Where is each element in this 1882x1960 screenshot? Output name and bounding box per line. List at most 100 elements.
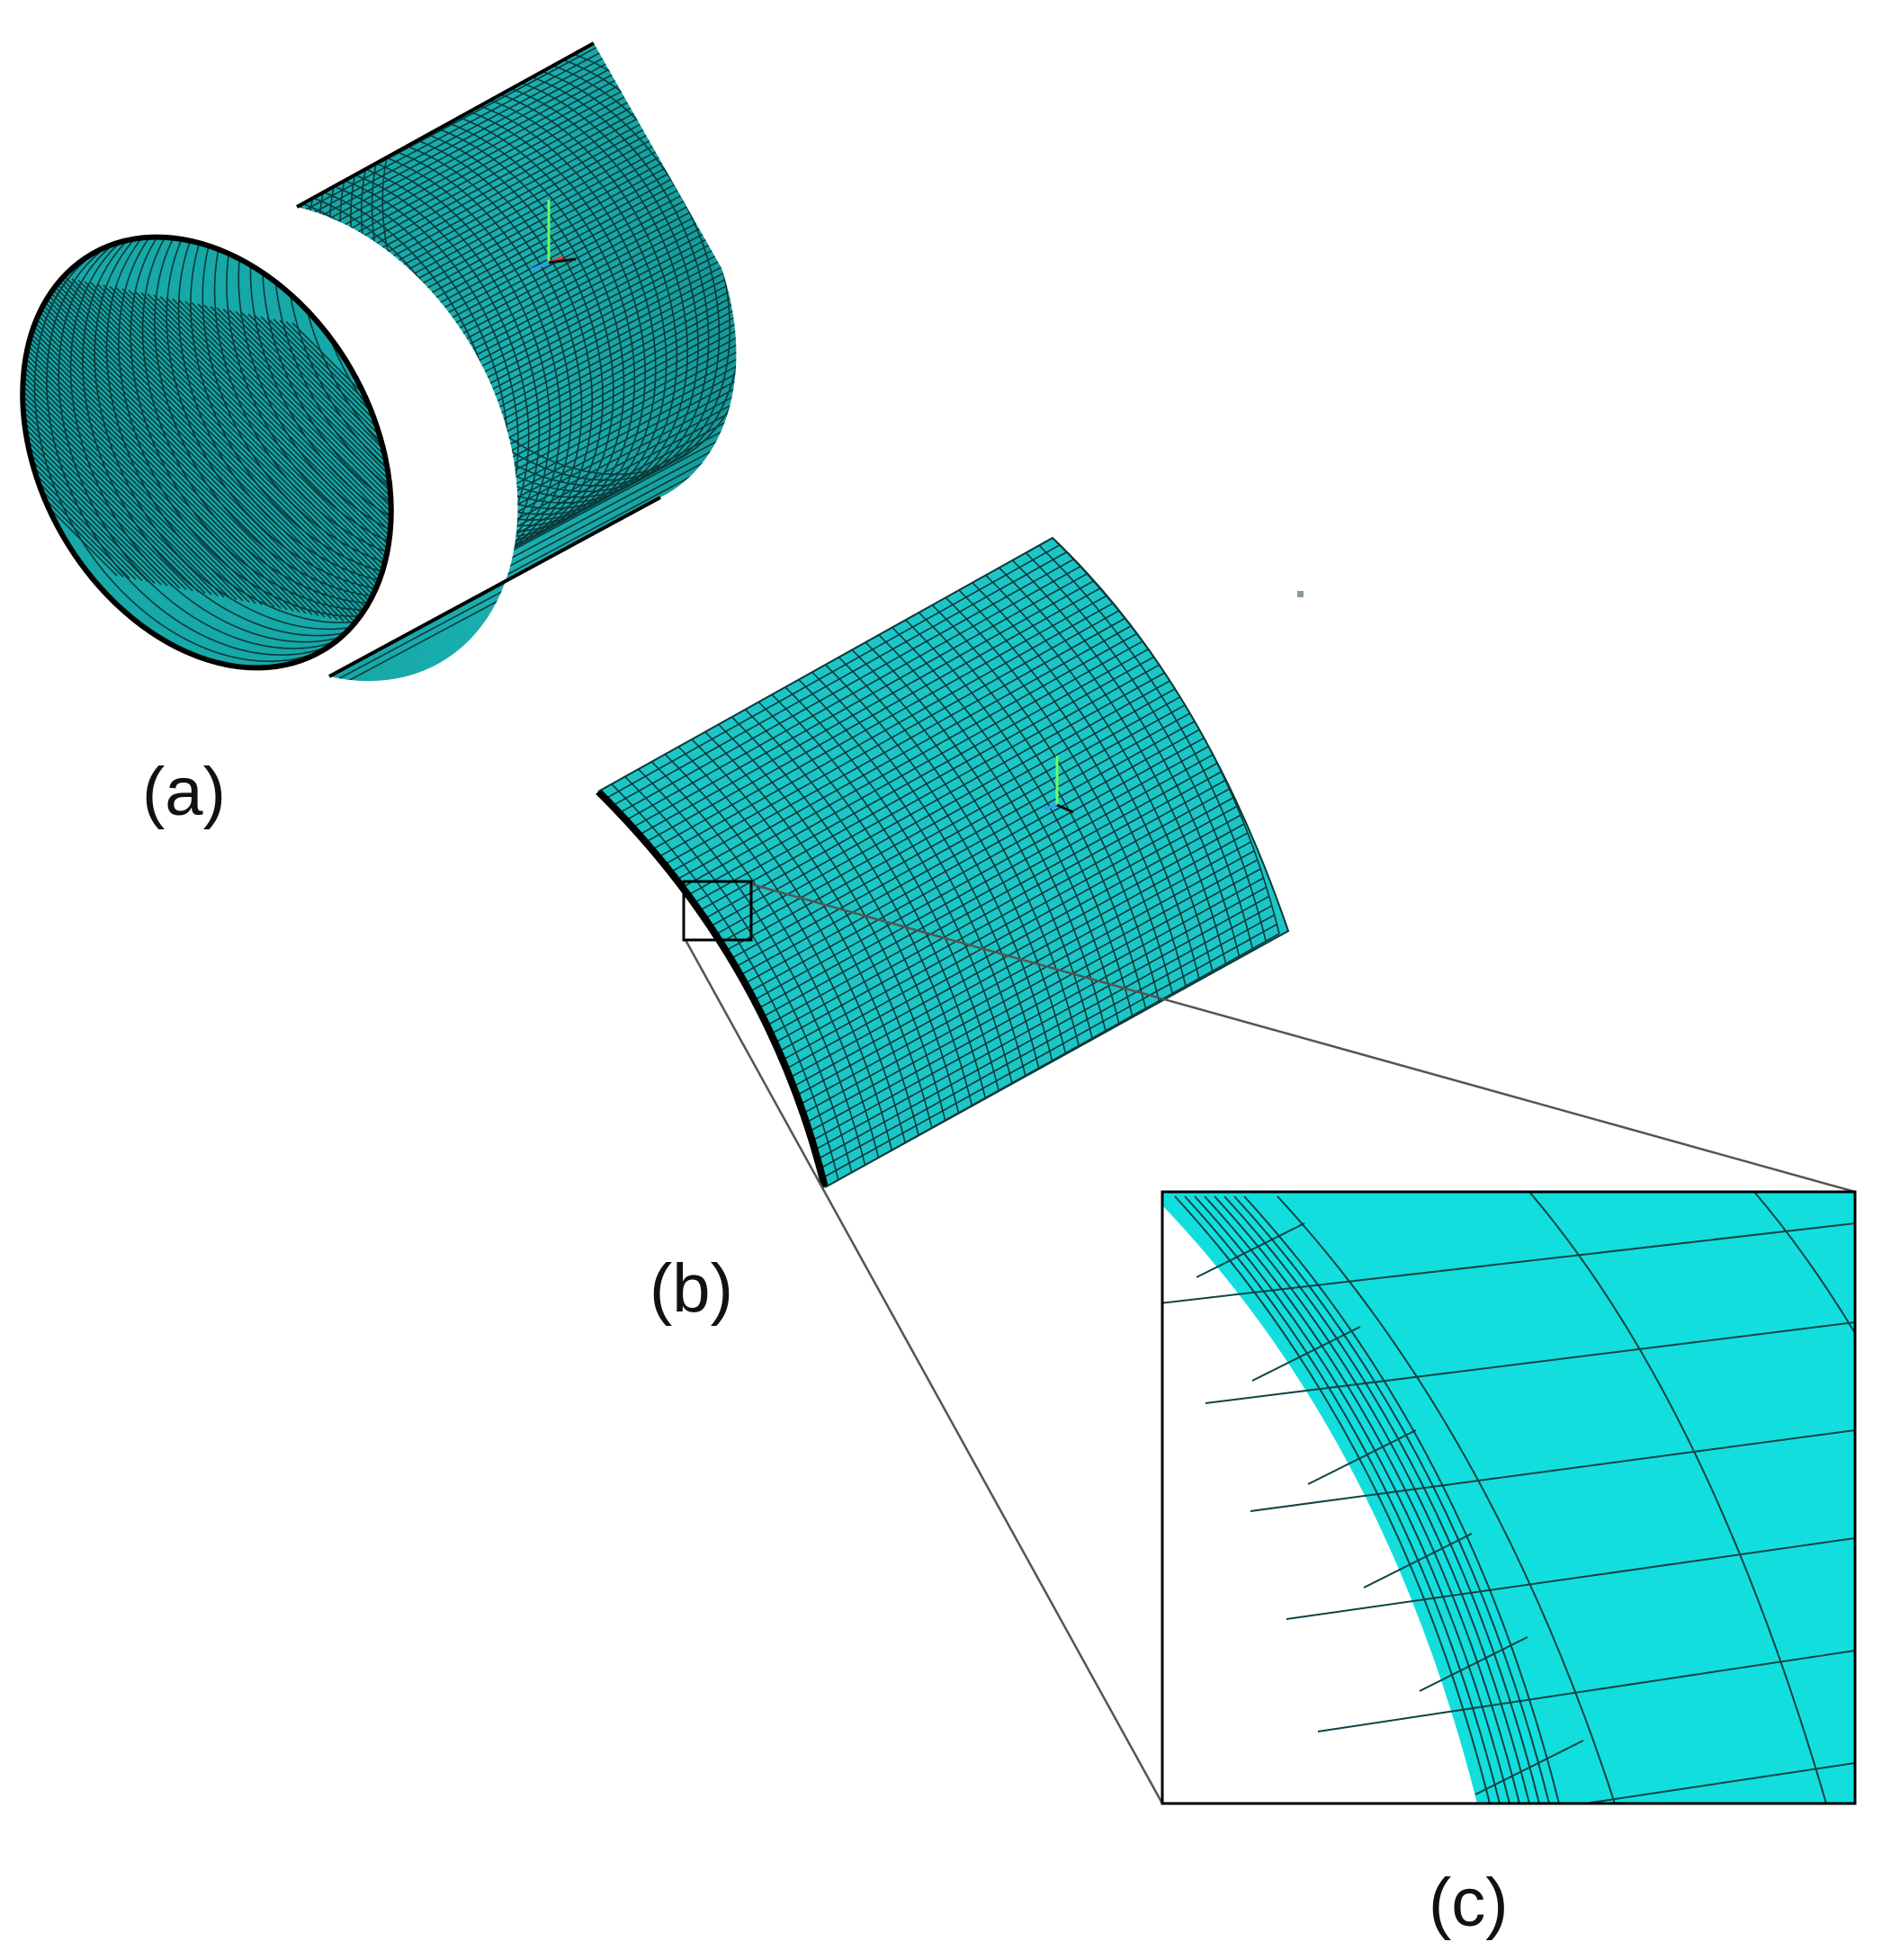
mesh-line: [262, 170, 466, 540]
mesh-line: [33, 271, 395, 632]
callout-source-box: [682, 880, 753, 942]
mesh-line: [0, 239, 237, 601]
mesh-line: [612, 551, 1067, 807]
mesh-line: [285, 321, 466, 683]
mesh-line: [166, 297, 466, 658]
mesh-line: [0, 243, 256, 604]
panel-label-a: (a): [142, 754, 226, 830]
mesh-line: [0, 237, 231, 599]
mesh-line: [0, 241, 250, 603]
mesh-line: [725, 696, 1181, 952]
mesh-line: [704, 664, 1160, 919]
callout-line-bottom: [684, 939, 1164, 1804]
mesh-line: [226, 170, 466, 559]
mesh-line: [0, 225, 168, 586]
mesh-line: [1286, 1537, 1855, 1620]
panel-label-c: (c): [1429, 1865, 1509, 1941]
zoom-frame: [1161, 1190, 1857, 1805]
mesh-line: [249, 170, 466, 547]
mesh-line: [757, 754, 1214, 1009]
mesh-line: [748, 737, 1205, 993]
mesh-line: [789, 823, 1245, 1078]
mesh-line: [0, 250, 294, 612]
mesh-line: [1251, 1326, 1361, 1382]
mesh-line: [785, 814, 1241, 1069]
mesh-line: [1277, 1195, 1616, 1803]
mesh-line: [8, 265, 370, 627]
mesh-line: [285, 170, 466, 527]
mesh-line: [766, 771, 1222, 1026]
mesh-line: [778, 797, 1234, 1052]
mesh-line: [0, 252, 300, 613]
mesh-line: [782, 805, 1238, 1061]
mesh-line: [1196, 1222, 1305, 1278]
mesh-line: [0, 220, 143, 582]
mesh-line: [645, 587, 1101, 843]
mesh-line: [670, 617, 1125, 873]
mesh-line: [0, 228, 181, 589]
mesh-line: [720, 688, 1176, 944]
cylinder-outline: [296, 41, 661, 678]
mesh-line: [197, 303, 466, 665]
mesh-line: [796, 841, 1251, 1096]
cylinder-end-rim: [20, 234, 394, 671]
mesh-line: [40, 272, 401, 633]
callout-line-top: [750, 882, 1856, 1194]
mesh-line: [664, 610, 1119, 865]
mesh-line: [676, 625, 1132, 881]
mesh-line: [1363, 1533, 1473, 1589]
mesh-line: [1753, 1192, 1855, 1336]
mesh-line: [46, 273, 408, 634]
mesh-line: [820, 914, 1275, 1169]
mesh-line: [2, 264, 363, 626]
coordinate-triad-icon: [530, 200, 577, 272]
mesh-line: [682, 632, 1137, 889]
mesh-line: [805, 868, 1261, 1123]
mesh-line: [651, 595, 1107, 851]
mesh-line: [618, 559, 1074, 814]
mesh-line: [0, 218, 130, 579]
mesh-line: [0, 237, 225, 598]
mesh-line: [814, 895, 1270, 1151]
mesh-line: [693, 649, 1149, 904]
mesh-line: [775, 788, 1230, 1043]
mesh-line: [65, 277, 426, 639]
mesh-line: [0, 221, 149, 583]
mesh-line: [52, 274, 414, 636]
mesh-line: [297, 282, 737, 682]
mesh-line: [822, 923, 1277, 1179]
mesh-line: [1317, 1650, 1855, 1732]
mesh-line: [687, 640, 1143, 896]
mesh-line: [632, 573, 1088, 828]
mesh-line: [710, 672, 1165, 927]
mesh-line: [0, 249, 288, 611]
mesh-line: [1162, 1222, 1855, 1304]
mesh-line: [639, 580, 1094, 836]
stray-mark: [1297, 591, 1304, 597]
mesh-line: [1205, 1321, 1855, 1404]
zoom-mesh-lines: [1162, 1192, 1855, 1803]
mesh-line: [1243, 1195, 1560, 1803]
mesh-line: [177, 170, 466, 586]
mesh-line: [1579, 1762, 1855, 1803]
mesh-line: [811, 886, 1268, 1141]
zoomed-inset: [1161, 1190, 1857, 1805]
mesh-line: [0, 222, 156, 584]
mesh-line: [0, 247, 282, 609]
mesh-line: [802, 859, 1259, 1114]
mesh-line: [809, 877, 1264, 1132]
mesh-line: [0, 263, 357, 624]
mesh-line: [27, 269, 389, 631]
shell-thick-edge: [596, 789, 829, 1188]
mesh-line: [735, 712, 1191, 968]
mesh-line: [1204, 1195, 1520, 1803]
mesh-line: [1419, 1636, 1528, 1692]
mesh-line: [71, 278, 433, 640]
mesh-line: [291, 322, 466, 684]
mesh-line: [178, 300, 466, 661]
mesh-line: [753, 746, 1209, 1001]
mesh-line: [0, 215, 118, 577]
mesh-line: [0, 262, 351, 623]
mesh-line: [172, 298, 466, 659]
